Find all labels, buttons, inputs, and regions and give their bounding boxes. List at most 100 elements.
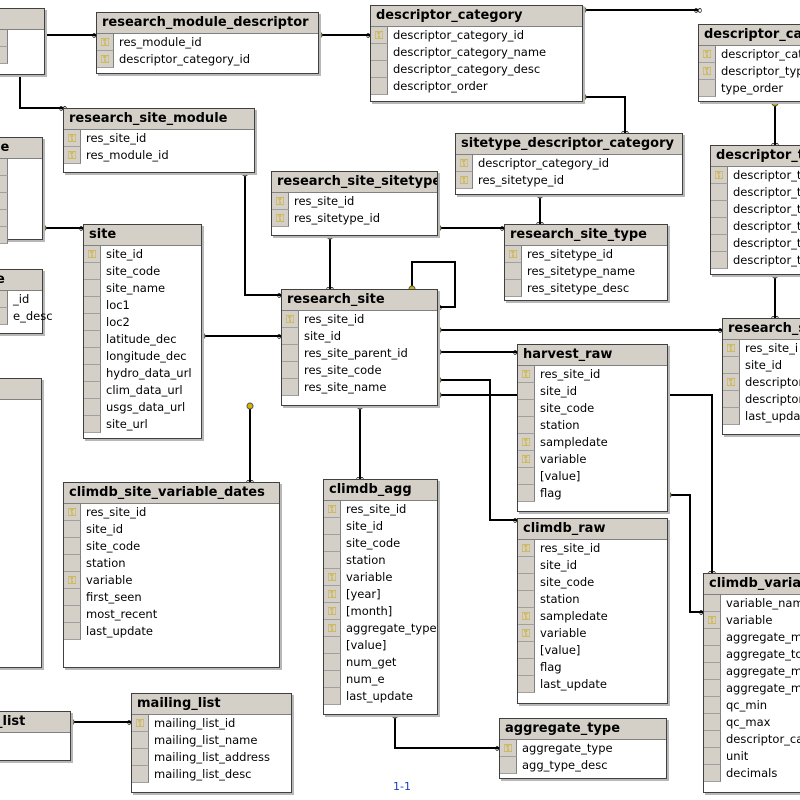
column-row[interactable]: ⚿descriptor_t: [711, 167, 800, 184]
column-row[interactable]: ⚿res_module_id: [97, 34, 318, 51]
column-row[interactable]: [value]: [324, 637, 437, 654]
column-row[interactable]: descriptor: [723, 391, 800, 408]
column-row[interactable]: res_sitetype_desc: [505, 280, 667, 297]
table-title[interactable]: climdb_raw: [518, 519, 667, 540]
table-sdc[interactable]: sitetype_descriptor_category⚿descriptor_…: [455, 133, 683, 195]
column-row[interactable]: ⚿sampledate: [518, 434, 667, 451]
relationship-line[interactable]: [19, 70, 63, 109]
column-row[interactable]: most_recent: [64, 606, 279, 623]
column-row[interactable]: last_update: [64, 623, 279, 640]
column-row[interactable]: descriptor_category_desc: [371, 61, 582, 78]
column-row[interactable]: ⚿res_sitetype_id: [456, 172, 682, 189]
column-row[interactable]: type_order: [699, 80, 800, 97]
column-row[interactable]: ⚿[month]: [324, 603, 437, 620]
table-e[interactable]: e_ide_desc: [0, 269, 53, 334]
table-dct[interactable]: descriptor_cate⚿descriptor_cate⚿descript…: [698, 24, 800, 102]
column-row[interactable]: qc_min: [704, 697, 800, 714]
column-row[interactable]: ⚿res_sitetype_id: [505, 246, 667, 263]
table-dc[interactable]: descriptor_category⚿descriptor_category_…: [370, 5, 583, 102]
column-row[interactable]: ⚿site_id: [84, 246, 201, 263]
column-row[interactable]: num_e: [324, 671, 437, 688]
table-title[interactable]: e: [0, 270, 42, 291]
column-row[interactable]: station: [324, 552, 437, 569]
column-row[interactable]: ⚿descriptor_category_id: [371, 27, 582, 44]
column-row[interactable]: res_sitetype_name: [505, 263, 667, 280]
column-row[interactable]: ⚿res_site_id: [272, 193, 437, 210]
table-title[interactable]: climdb_variab: [704, 574, 800, 595]
table-le[interactable]: le: [0, 137, 43, 244]
column-row[interactable]: ⚿res_site_i: [723, 340, 800, 357]
column-row[interactable]: ⚿res_site_id: [282, 311, 437, 328]
column-row[interactable]: last_update: [518, 676, 667, 693]
column-row[interactable]: ⚿variable: [704, 612, 800, 629]
column-row[interactable]: site_url: [84, 416, 201, 433]
column-row[interactable]: [0, 176, 42, 193]
column-row[interactable]: ⚿aggregate_type: [500, 740, 666, 757]
column-row[interactable]: aggregate_ma: [704, 680, 800, 697]
column-row[interactable]: ⚿variable: [64, 572, 279, 589]
column-row[interactable]: flag: [518, 659, 667, 676]
column-row[interactable]: descriptor_t: [711, 201, 800, 218]
relationship-line[interactable]: [411, 261, 456, 308]
column-row[interactable]: latitude_dec: [84, 331, 201, 348]
column-row[interactable]: site_id: [282, 328, 437, 345]
table-left[interactable]: [0, 378, 42, 668]
column-row[interactable]: ⚿descriptor_typ: [699, 63, 800, 80]
column-row[interactable]: descriptor_t: [711, 252, 800, 269]
table-rsm[interactable]: research_site_module⚿res_site_id⚿res_mod…: [63, 108, 255, 173]
column-row[interactable]: [0, 193, 42, 210]
column-row[interactable]: ⚿res_sitetype_id: [272, 210, 437, 227]
table-title[interactable]: harvest_raw: [518, 345, 667, 366]
table-title[interactable]: descriptor_category: [371, 6, 582, 27]
column-row[interactable]: agg_type_desc: [500, 757, 666, 774]
table-title[interactable]: research_site: [282, 290, 437, 311]
column-row[interactable]: site_code: [518, 574, 667, 591]
column-row[interactable]: ⚿res_site_id: [324, 501, 437, 518]
table-title[interactable]: [0, 379, 41, 400]
column-row[interactable]: descriptor_t: [711, 235, 800, 252]
column-row[interactable]: res_site_code: [282, 362, 437, 379]
column-row[interactable]: site_id: [64, 521, 279, 538]
relationship-line[interactable]: [583, 96, 626, 133]
column-row[interactable]: mailing_list_address: [132, 749, 291, 766]
column-row[interactable]: [0, 227, 42, 244]
column-row[interactable]: last_update: [723, 408, 800, 425]
table-title[interactable]: aggregate_type: [500, 719, 666, 740]
column-row[interactable]: usgs_data_url: [84, 399, 201, 416]
relationship-line[interactable]: [438, 379, 517, 521]
column-row[interactable]: site_id: [518, 557, 667, 574]
column-row[interactable]: e_desc: [0, 308, 53, 325]
column-row[interactable]: num_get: [324, 654, 437, 671]
relationship-line[interactable]: [668, 494, 703, 613]
column-row[interactable]: ⚿[year]: [324, 586, 437, 603]
column-row[interactable]: variable_name: [704, 595, 800, 612]
column-row[interactable]: res_site_name: [282, 379, 437, 396]
column-row[interactable]: clim_data_url: [84, 382, 201, 399]
column-row[interactable]: _id: [0, 291, 42, 308]
column-row[interactable]: ⚿descriptor_cate: [699, 46, 800, 63]
column-row[interactable]: descriptor_category_name: [371, 44, 582, 61]
column-row[interactable]: decimals: [704, 765, 800, 782]
column-row[interactable]: [0, 159, 42, 176]
table-dt[interactable]: descriptor_ty⚿descriptor_tdescriptor_tde…: [710, 145, 800, 275]
column-row[interactable]: descriptor_order: [371, 78, 582, 95]
table-cv[interactable]: climdb_variabvariable_name⚿variable aggre…: [703, 573, 800, 793]
table-title[interactable]: research_si: [723, 319, 800, 340]
column-row[interactable]: flag: [518, 485, 667, 502]
column-row[interactable]: site_code: [84, 263, 201, 280]
column-row[interactable]: [value]: [518, 468, 667, 485]
table-title[interactable]: site: [84, 225, 201, 246]
table-rmd[interactable]: research_module_descriptor⚿res_module_id…: [96, 12, 319, 74]
relationship-line[interactable]: [244, 173, 281, 296]
table-rsi[interactable]: research_si⚿res_site_isite_id⚿descriptor…: [722, 318, 800, 435]
column-row[interactable]: res_site_parent_id: [282, 345, 437, 362]
column-row[interactable]: aggregate_to: [704, 646, 800, 663]
column-row[interactable]: ⚿variable: [518, 451, 667, 468]
column-row[interactable]: descriptor_t: [711, 218, 800, 235]
table-title[interactable]: sitetype_descriptor_category: [456, 134, 682, 155]
column-row[interactable]: site_id: [324, 518, 437, 535]
